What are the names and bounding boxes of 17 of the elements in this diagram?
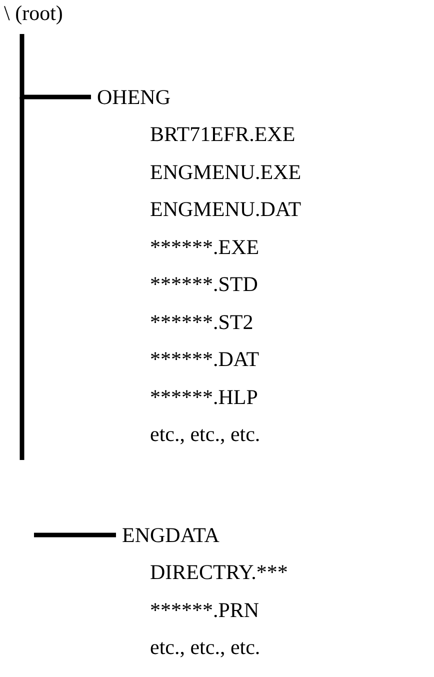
file-name: ******.HLP: [150, 384, 258, 410]
file-name: ENGMENU.DAT: [150, 196, 302, 222]
file-name: etc., etc., etc.: [150, 634, 260, 660]
file-name: ENGMENU.EXE: [150, 158, 302, 184]
file-name: ******.PRN: [150, 596, 260, 622]
file-name: ******.EXE: [150, 234, 260, 260]
tree-branch-line: [20, 34, 91, 100]
file-name: DIRECTRY.***: [150, 559, 288, 585]
file-name: ******.ST2: [150, 308, 254, 334]
tree-branch-line: [34, 532, 116, 538]
file-name: BRT71EFR.EXE: [150, 121, 296, 147]
folder-name: ENGDATA: [122, 522, 220, 548]
folder-name: OHENG: [97, 84, 170, 110]
file-name: ******.DAT: [150, 346, 260, 372]
folder-name: \ (root): [4, 0, 63, 26]
file-name: ******.STD: [150, 271, 258, 297]
file-name: etc., etc., etc.: [150, 421, 260, 447]
